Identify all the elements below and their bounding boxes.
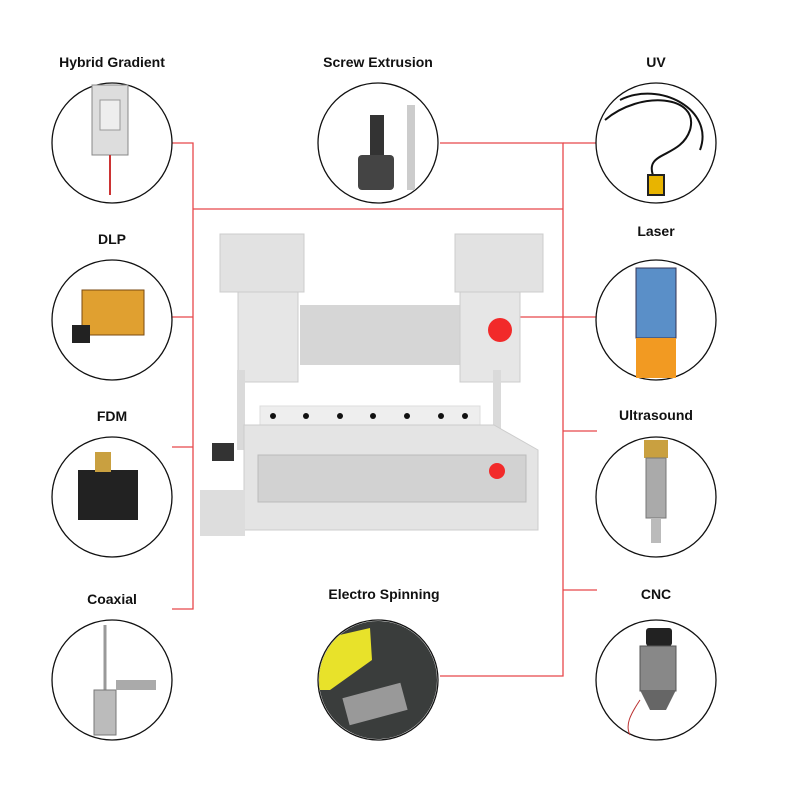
fdm-image — [78, 452, 138, 520]
emergency-stop-button — [489, 463, 505, 479]
uv-circle — [595, 82, 717, 204]
coaxial-circle — [51, 619, 173, 741]
connection-dot — [488, 318, 512, 342]
bioprinter-machine — [200, 233, 544, 536]
cnc-image — [627, 628, 677, 736]
label-fdm: FDM — [96, 408, 128, 424]
uv-image — [604, 92, 704, 196]
connector-lines — [172, 142, 597, 677]
label-hybrid-gradient: Hybrid Gradient — [59, 54, 165, 70]
screw-extrusion-image — [358, 105, 415, 190]
laser-image — [635, 267, 677, 378]
label-uv: UV — [646, 54, 666, 70]
coaxial-image — [93, 625, 156, 736]
ultrasound-image — [644, 440, 668, 543]
label-screw-extrusion: Screw Extrusion — [323, 54, 433, 70]
label-ultrasound: Ultrasound — [619, 407, 693, 423]
label-coaxial: Coaxial — [87, 591, 137, 607]
label-dlp: DLP — [98, 231, 126, 247]
dlp-image — [72, 289, 145, 343]
label-cnc: CNC — [640, 586, 672, 602]
hybrid-gradient-image — [91, 84, 129, 195]
label-laser: Laser — [637, 223, 675, 239]
label-electro-spinning: Electro Spinning — [328, 586, 440, 602]
